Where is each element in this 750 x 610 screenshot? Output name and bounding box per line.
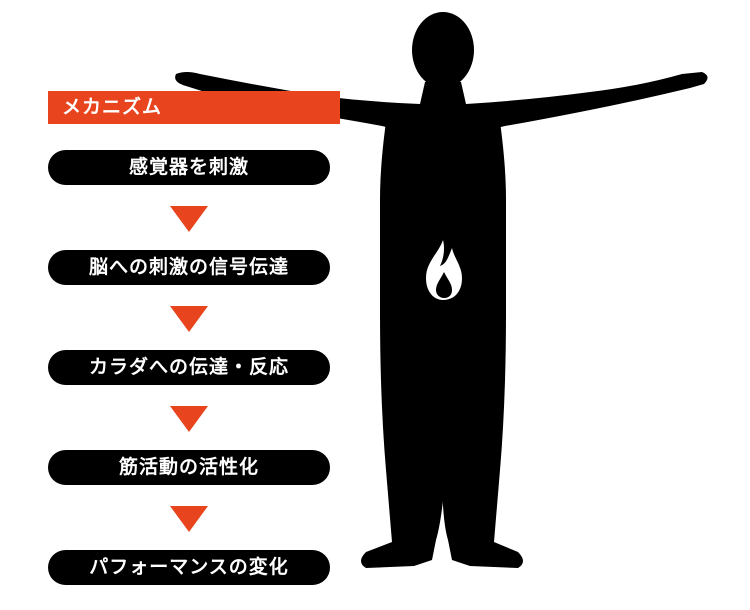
human-silhouette-icon [175,12,708,568]
down-arrow-icon [170,406,208,432]
step-3-box: カラダへの伝達・反応 [48,350,330,385]
step-2-box: 脳への刺激の信号伝達 [48,250,330,285]
down-arrow-icon [170,206,208,232]
step-1-box: 感覚器を刺激 [48,150,330,185]
down-arrow-icon [170,306,208,332]
flame-icon [426,240,462,300]
step-5-box: パフォーマンスの変化 [48,550,330,585]
mechanism-header: メカニズム [48,91,340,124]
step-4-box: 筋活動の活性化 [48,450,330,485]
down-arrow-icon [170,506,208,532]
